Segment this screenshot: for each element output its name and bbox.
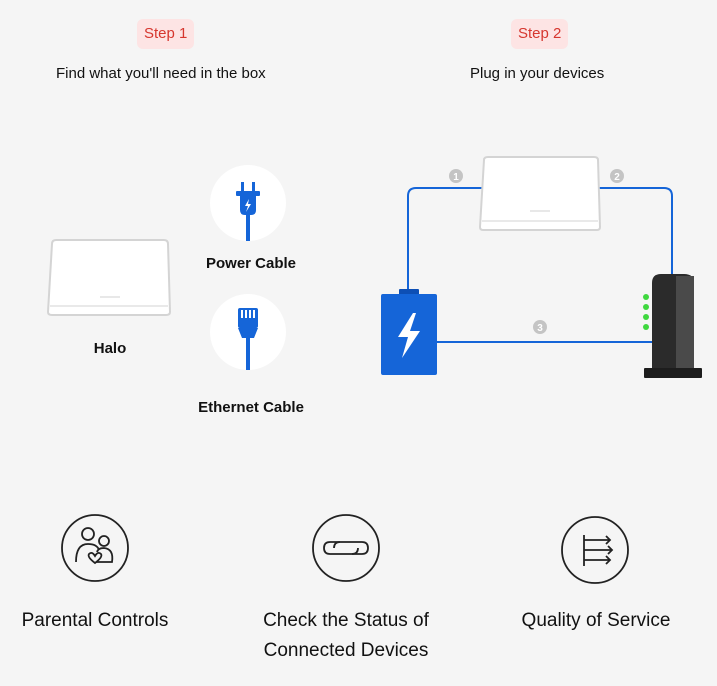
- power-supply-icon: [381, 289, 437, 375]
- marker-3: 3: [533, 320, 547, 334]
- svg-text:2: 2: [614, 172, 620, 183]
- step2-badge: Step 2: [511, 19, 569, 49]
- connection-lines: [407, 187, 673, 343]
- feature-quality-of-service: Quality of Service: [521, 610, 671, 631]
- halo-device-icon: [46, 239, 172, 316]
- halo-router-icon: [478, 156, 602, 231]
- modem-icon: [643, 274, 702, 378]
- ethernet-cable-icon: [210, 294, 286, 370]
- svg-text:3: 3: [537, 323, 543, 334]
- svg-text:1: 1: [453, 172, 459, 183]
- marker-1: 1: [449, 169, 463, 183]
- feature-connected-devices: Check the Status of Connected Devices: [263, 610, 429, 661]
- power-cable-label: Power Cable: [205, 255, 297, 272]
- feature-parental-controls: Parental Controls: [21, 610, 169, 631]
- step1-title: Find what you'll need in the box: [56, 65, 266, 82]
- halo-label: Halo: [93, 340, 127, 357]
- power-cable-icon: [210, 165, 286, 241]
- step1-badge: Step 1: [137, 19, 195, 49]
- qos-arrows-icon: [561, 516, 629, 584]
- step2-title: Plug in your devices: [470, 65, 605, 82]
- ethernet-cable-label: Ethernet Cable: [198, 399, 304, 416]
- marker-2: 2: [610, 169, 624, 183]
- family-icon: [61, 514, 129, 582]
- link-icon: [312, 514, 380, 582]
